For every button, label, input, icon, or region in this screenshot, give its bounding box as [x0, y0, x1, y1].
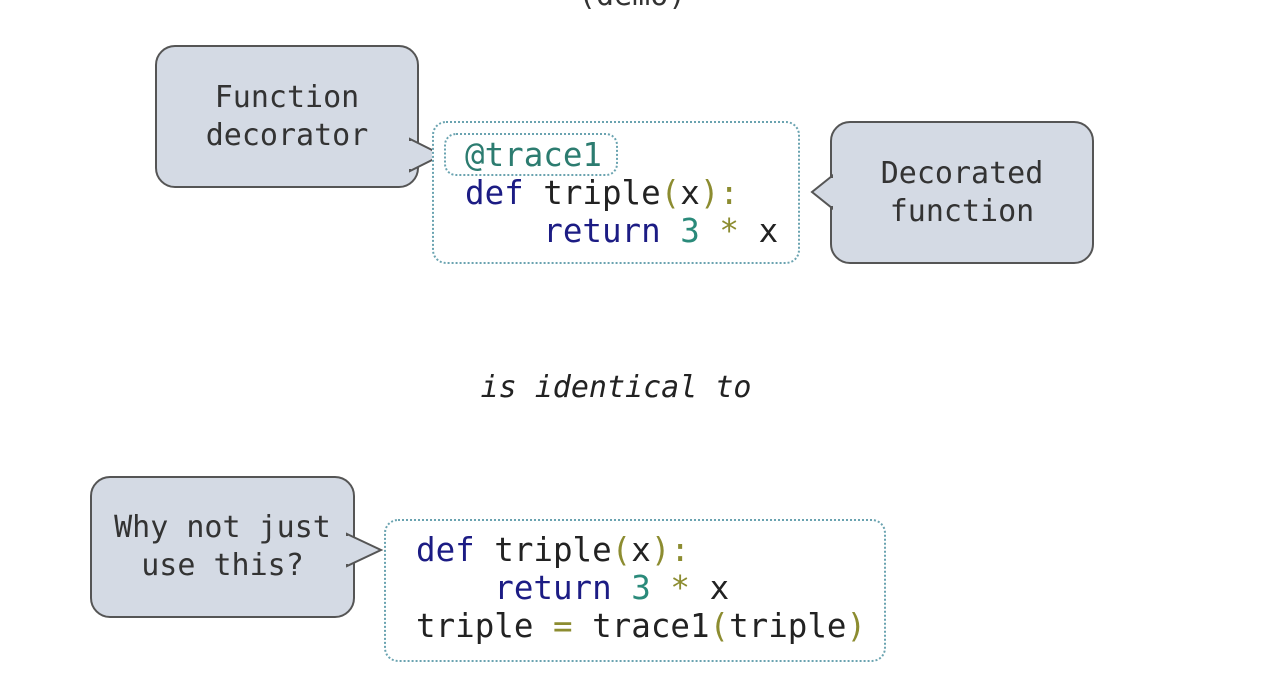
callout-text: Function decorator [205, 79, 369, 153]
decorator-highlight [444, 133, 618, 176]
code-line-def: def triple(x): [465, 174, 739, 212]
code-line-assign: triple = trace1(triple) [416, 607, 867, 645]
decorated-function-callout: Decorated function [830, 121, 1094, 264]
equivalent-code-block [384, 519, 886, 662]
why-not-callout: Why not just use this? [90, 476, 355, 618]
code-line-return: return 3 * x [494, 569, 730, 607]
callout-text: Why not just use this? [114, 510, 331, 583]
callout-pointer [810, 173, 835, 211]
demo-label: (demo) [578, 0, 686, 13]
function-decorator-callout: Function decorator [155, 45, 419, 188]
callout-pointer [407, 137, 445, 173]
callout-text: Decorated function [880, 155, 1044, 229]
callout-pointer [344, 532, 384, 568]
is-identical-to-text: is identical to [480, 370, 752, 405]
code-line-decorator: @trace1 [465, 136, 602, 174]
code-line-def: def triple(x): [416, 531, 690, 569]
code-line-return: return 3 * x [543, 212, 779, 250]
